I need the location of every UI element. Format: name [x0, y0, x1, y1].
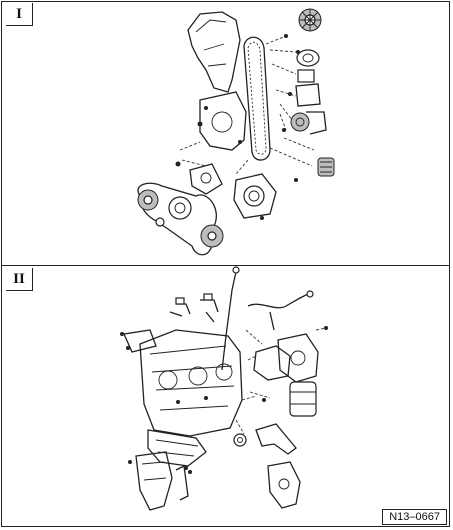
timing-belt: [243, 36, 271, 161]
oil-seal-flange: [233, 173, 277, 219]
water-pump: [290, 111, 327, 135]
upper-belt-cover: [187, 11, 241, 93]
oil-filter-housing: [253, 333, 319, 383]
bolts-and-leader-lines-ii: [120, 326, 328, 470]
injector-pipes: [169, 293, 219, 323]
crankshaft-sprocket: [317, 157, 335, 177]
thermostat-housing: [233, 423, 297, 455]
lower-belt-cover: [199, 91, 247, 151]
bolts-and-leader-lines: [175, 34, 315, 220]
panel-divider: [1, 265, 450, 266]
panel-label-i: I: [6, 3, 33, 26]
oil-dipstick: [221, 266, 240, 371]
figure-reference-number: N13–0667: [382, 509, 447, 525]
engine-bracket: [128, 451, 192, 511]
oil-filter: [289, 381, 317, 417]
coolant-pipe: [247, 290, 314, 331]
oil-pan: [147, 429, 207, 467]
cylinder-block: [123, 329, 243, 437]
auxiliary-belt-drive: [137, 163, 224, 256]
belt-tensioner: [295, 49, 321, 107]
camshaft-sprocket: [298, 8, 322, 32]
panel-label-ii: II: [6, 268, 33, 291]
engine-mount: [267, 461, 301, 509]
